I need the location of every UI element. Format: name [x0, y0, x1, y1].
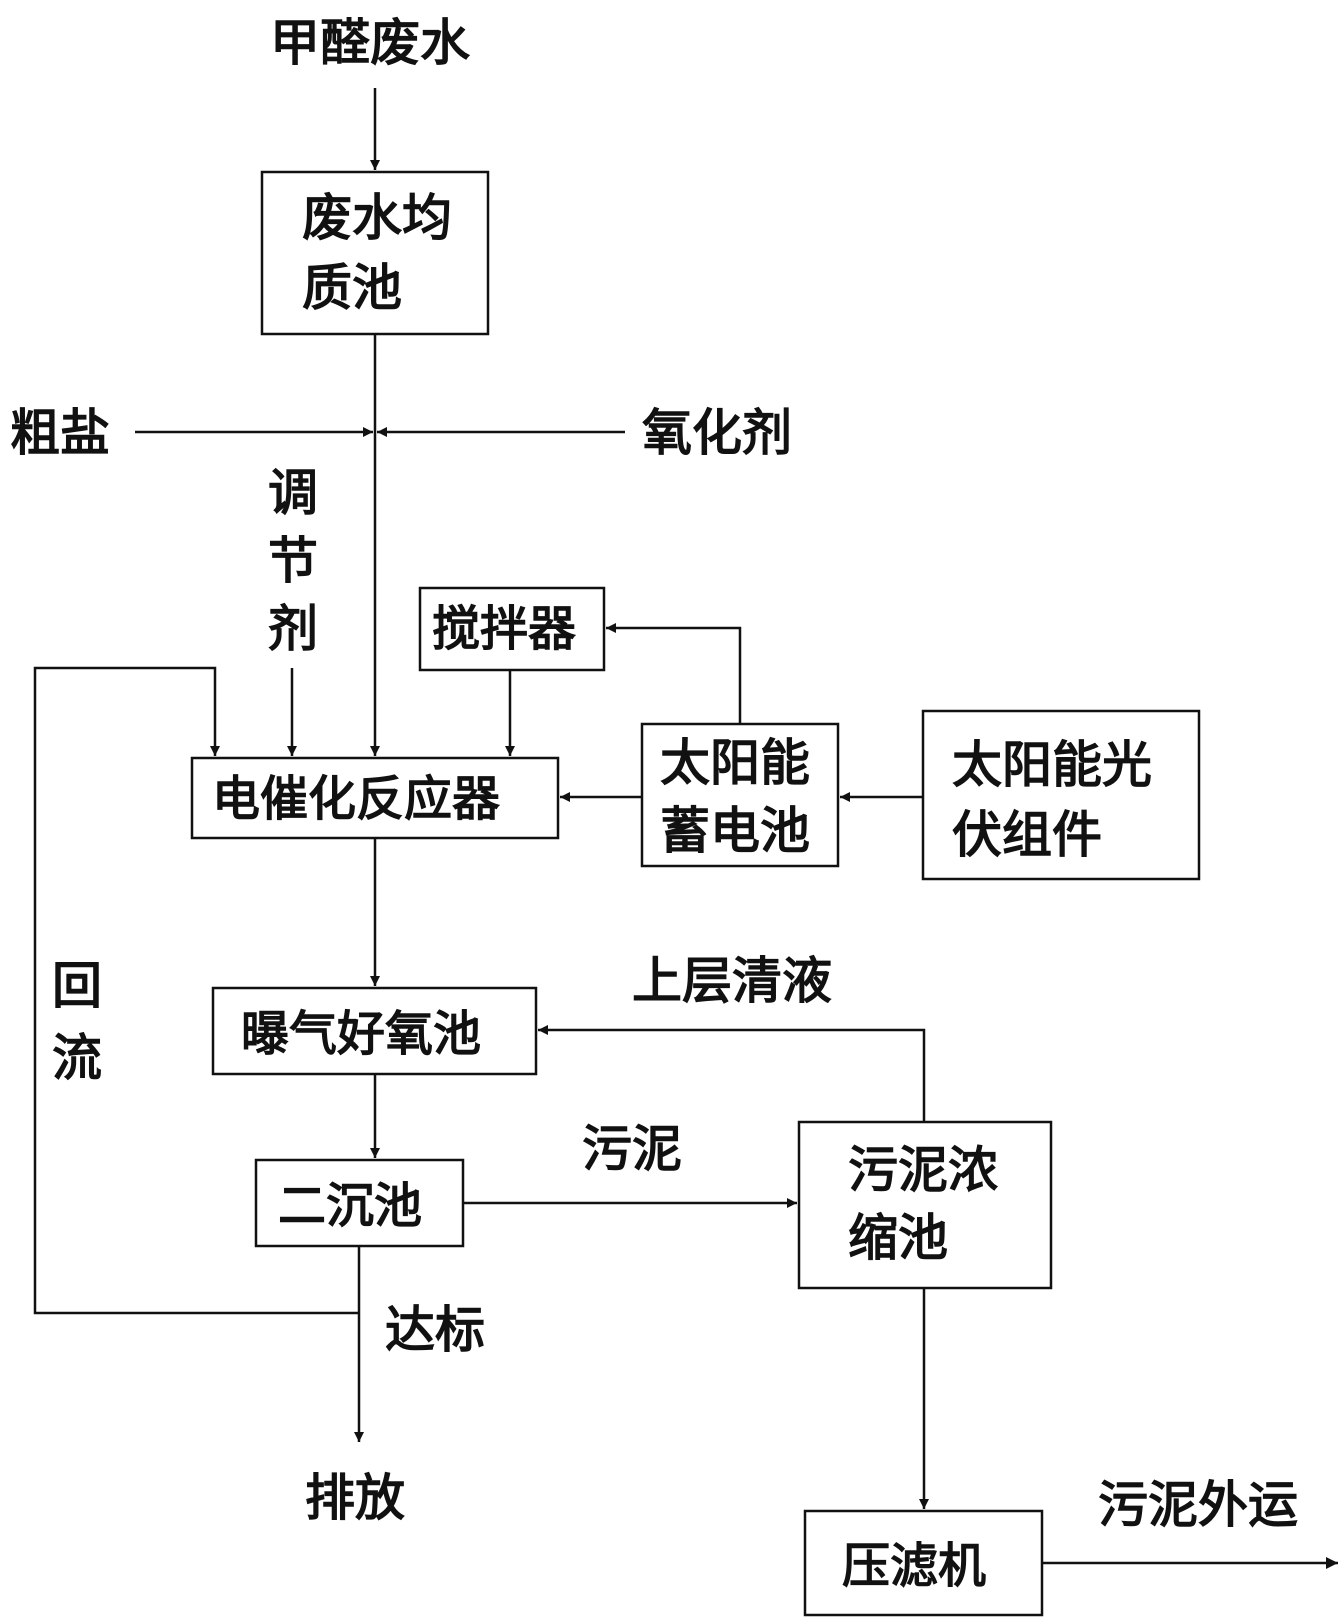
- solar-battery-line1: 太阳能: [660, 734, 810, 792]
- discharge-label: 排放: [305, 1469, 405, 1527]
- reflux-label-2: 流: [52, 1029, 102, 1087]
- pv-module-line1: 太阳能光: [952, 736, 1152, 794]
- reactor-box: [190, 756, 560, 840]
- pv-module-box: [921, 709, 1201, 881]
- arrow-battery-to-stirrer: [606, 623, 742, 724]
- oxidant-label: 氧化剂: [642, 404, 792, 462]
- aeration-tank-box: [211, 986, 538, 1076]
- supernatant-label: 上层清液: [632, 952, 832, 1010]
- sludge-label: 污泥: [582, 1120, 682, 1178]
- equalization-tank-line1: 废水均: [302, 189, 452, 247]
- reactor-label: 电催化反应器: [212, 771, 501, 827]
- filter-press-label: 压滤机: [842, 1538, 986, 1594]
- pv-module-line2: 伏组件: [952, 806, 1102, 864]
- compliant-label: 达标: [385, 1301, 485, 1359]
- reflux-label-1: 回: [52, 957, 102, 1015]
- solar-battery-line2: 蓄电池: [660, 802, 810, 860]
- regulator-label-3: 剂: [268, 600, 318, 658]
- regulator-label-2: 节: [268, 532, 318, 590]
- aeration-tank-label: 曝气好氧池: [241, 1006, 481, 1062]
- equalization-tank-line2: 质池: [302, 259, 402, 317]
- reflux-loop-line: [33, 666, 359, 1315]
- sludge-thickener-line2: 缩池: [848, 1209, 948, 1267]
- sludge-out-label: 污泥外运: [1098, 1476, 1298, 1534]
- stirrer-box: [418, 586, 606, 672]
- arrow-supernatant-return: [538, 1025, 926, 1122]
- regulator-label-1: 调: [268, 464, 318, 522]
- equalization-tank-box: [260, 170, 490, 336]
- secondary-clarifier-label: 二沉池: [278, 1178, 422, 1234]
- stirrer-label: 搅拌器: [432, 601, 577, 657]
- solar-battery-box: [640, 722, 840, 868]
- sludge-thickener-line1: 污泥浓: [848, 1141, 999, 1199]
- inlet-label: 甲醛废水: [270, 14, 471, 72]
- sludge-thickener-box: [797, 1120, 1053, 1290]
- crude-salt-label: 粗盐: [10, 404, 110, 462]
- filter-press-box: [803, 1509, 1044, 1617]
